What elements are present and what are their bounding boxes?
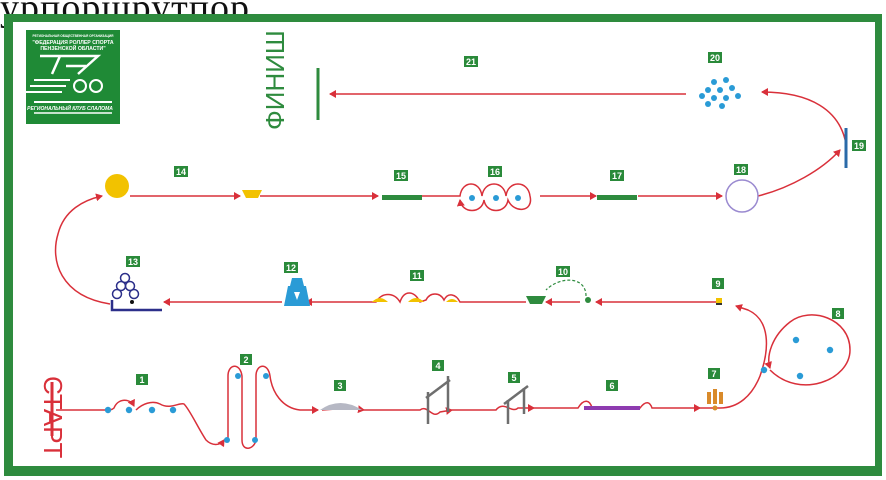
svg-text:4: 4 <box>435 361 440 371</box>
svg-text:17: 17 <box>612 171 622 181</box>
svg-text:ПЕНЗЕНСКОЙ ОБЛАСТИ": ПЕНЗЕНСКОЙ ОБЛАСТИ" <box>40 44 106 52</box>
svg-text:19: 19 <box>854 141 864 151</box>
station-number-20: 20 <box>708 52 722 63</box>
svg-text:12: 12 <box>286 263 296 273</box>
station-number-12: 12 <box>284 262 298 273</box>
station-number-19: 19 <box>852 140 866 151</box>
white-board <box>13 22 875 466</box>
finish-label: ФИНИШ <box>260 30 290 130</box>
svg-text:6: 6 <box>609 381 614 391</box>
station-number-17: 17 <box>610 170 624 181</box>
svg-text:РЕГИОНАЛЬНАЯ ОБЩЕСТВЕННАЯ ОРГА: РЕГИОНАЛЬНАЯ ОБЩЕСТВЕННАЯ ОРГАНИЗАЦИЯ <box>33 34 115 38</box>
station-number-4: 4 <box>432 360 444 371</box>
station-number-8: 8 <box>832 308 844 319</box>
station-number-21: 21 <box>464 56 478 67</box>
station-number-10: 10 <box>556 266 570 277</box>
svg-text:10: 10 <box>558 267 568 277</box>
station-15-bar <box>382 195 422 200</box>
station-number-2: 2 <box>240 354 252 365</box>
station-number-18: 18 <box>734 164 748 175</box>
station-18-circle <box>726 180 758 212</box>
logo: РЕГИОНАЛЬНАЯ ОБЩЕСТВЕННАЯ ОРГАНИЗАЦИЯ "Ф… <box>26 30 120 124</box>
station-number-16: 16 <box>488 166 502 177</box>
svg-text:11: 11 <box>412 271 422 281</box>
station-number-15: 15 <box>394 170 408 181</box>
station-number-7: 7 <box>708 368 720 379</box>
svg-text:16: 16 <box>490 167 500 177</box>
start-zone: СТАРТ <box>38 376 68 458</box>
svg-text:13: 13 <box>128 257 138 267</box>
svg-text:2: 2 <box>243 355 248 365</box>
svg-text:9: 9 <box>715 279 720 289</box>
station-number-5: 5 <box>508 372 520 383</box>
station-number-9: 9 <box>712 278 724 289</box>
station-number-14: 14 <box>174 166 188 177</box>
svg-text:5: 5 <box>511 373 516 383</box>
station-17-bar <box>597 195 637 200</box>
station-number-13: 13 <box>126 256 140 267</box>
svg-text:3: 3 <box>337 381 342 391</box>
svg-text:1: 1 <box>139 375 144 385</box>
svg-text:20: 20 <box>710 53 720 63</box>
station-14-circle <box>105 174 129 198</box>
station-6-bar <box>584 406 640 410</box>
svg-text:7: 7 <box>711 369 716 379</box>
svg-text:21: 21 <box>466 57 476 67</box>
svg-text:14: 14 <box>176 167 186 177</box>
station-number-6: 6 <box>606 380 618 391</box>
station-number-1: 1 <box>136 374 148 385</box>
station-9-marker <box>716 298 722 305</box>
station-number-11: 11 <box>410 270 424 281</box>
svg-text:8: 8 <box>835 309 840 319</box>
svg-text:15: 15 <box>396 171 406 181</box>
svg-text:18: 18 <box>736 165 746 175</box>
svg-text:РЕГИОНАЛЬНЫЙ КЛУБ СЛАЛОМА: РЕГИОНАЛЬНЫЙ КЛУБ СЛАЛОМА <box>27 104 113 112</box>
station-number-3: 3 <box>334 380 346 391</box>
station-10-dot <box>585 297 591 303</box>
